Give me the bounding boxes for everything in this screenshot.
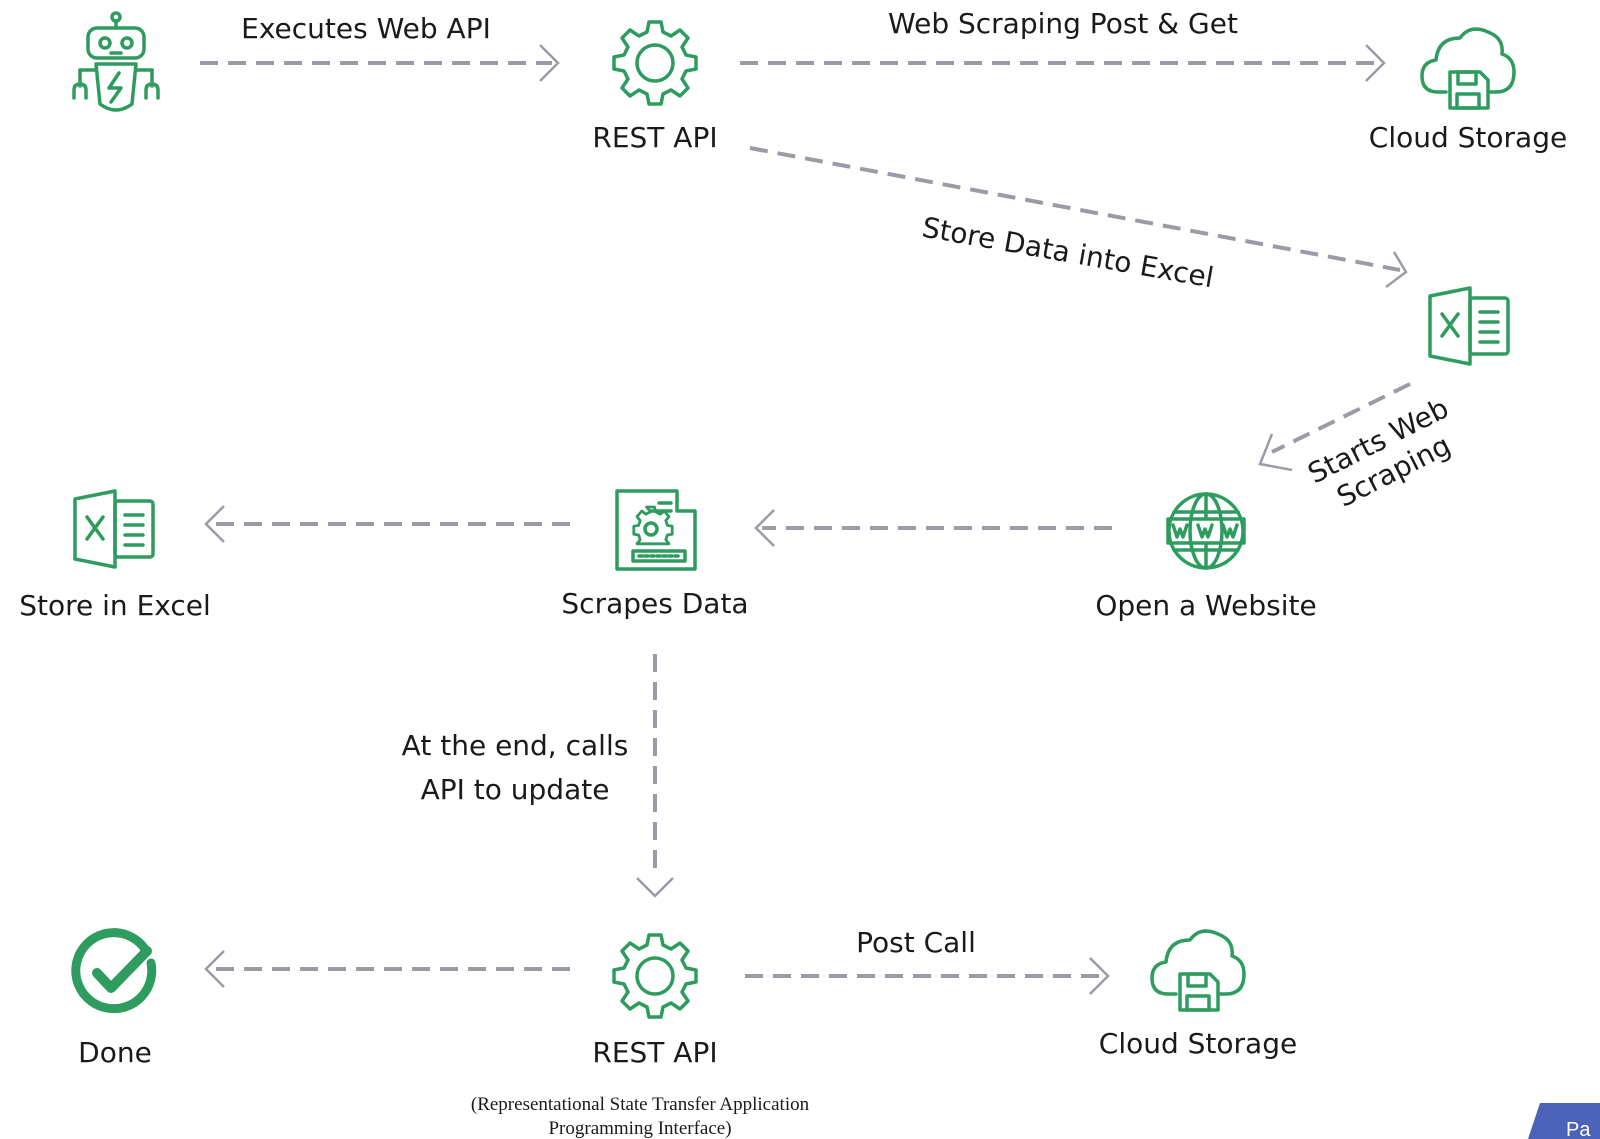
rest-api-top-label: REST API [592, 121, 717, 154]
cloud-storage-icon [1420, 27, 1516, 110]
label-calls-api-line1: At the end, calls [402, 729, 629, 762]
document-gear-icon [615, 489, 697, 571]
page-tag: Pa [1528, 1103, 1600, 1139]
store-in-excel-label: Store in Excel [19, 589, 211, 622]
node-rest-api-top: REST API [592, 20, 718, 154]
done-label: Done [78, 1036, 152, 1069]
rest-api-note-line2: Programming Interface) [548, 1118, 731, 1139]
scrapes-data-label: Scrapes Data [561, 587, 748, 620]
connector-scrape-to-excel [204, 505, 570, 543]
cloud-storage-top-label: Cloud Storage [1369, 121, 1567, 154]
connector-api-to-cloud [740, 44, 1386, 82]
connector-api-to-cloud-bottom [745, 957, 1110, 995]
label-web-scraping-post-get: Web Scraping Post & Get [888, 7, 1238, 40]
connector-robot-to-api [200, 44, 560, 82]
connector-scrape-to-api [636, 654, 674, 898]
page-tag-label: Pa [1566, 1119, 1591, 1139]
label-store-data-into-excel: Store Data into Excel [920, 211, 1217, 295]
node-done: Done [71, 928, 157, 1069]
node-open-website: Open a Website [1095, 492, 1317, 622]
node-store-in-excel: Store in Excel [19, 489, 211, 622]
connector-website-to-scrape [754, 509, 1112, 547]
connector-api-to-excel [749, 146, 1408, 288]
label-starts-web-scraping: Starts Web Scraping [1303, 391, 1456, 513]
robot-icon [72, 11, 160, 112]
rest-api-bottom-label: REST API [592, 1036, 717, 1069]
node-rest-api-bottom: REST API (Representational State Transfe… [471, 933, 810, 1139]
label-calls-api-line2: API to update [421, 773, 610, 806]
node-cloud-storage-bottom: Cloud Storage [1099, 929, 1297, 1060]
node-cloud-storage-top: Cloud Storage [1369, 27, 1567, 154]
node-scrapes-data: Scrapes Data [561, 489, 749, 620]
label-post-call: Post Call [856, 926, 976, 959]
excel-icon [73, 489, 155, 569]
gear-icon [612, 20, 698, 106]
check-circle-icon [71, 928, 157, 1014]
open-website-label: Open a Website [1095, 589, 1316, 622]
www-globe-icon [1166, 492, 1246, 570]
cloud-storage-bottom-label: Cloud Storage [1099, 1027, 1297, 1060]
label-executes-web-api: Executes Web API [241, 12, 491, 45]
connector-excel-to-website [1258, 382, 1411, 472]
rest-api-note-line1: (Representational State Transfer Applica… [471, 1094, 810, 1115]
cloud-storage-icon [1150, 929, 1246, 1012]
connector-api-to-done [204, 950, 570, 988]
excel-icon [1428, 286, 1510, 366]
gear-icon [612, 933, 698, 1019]
